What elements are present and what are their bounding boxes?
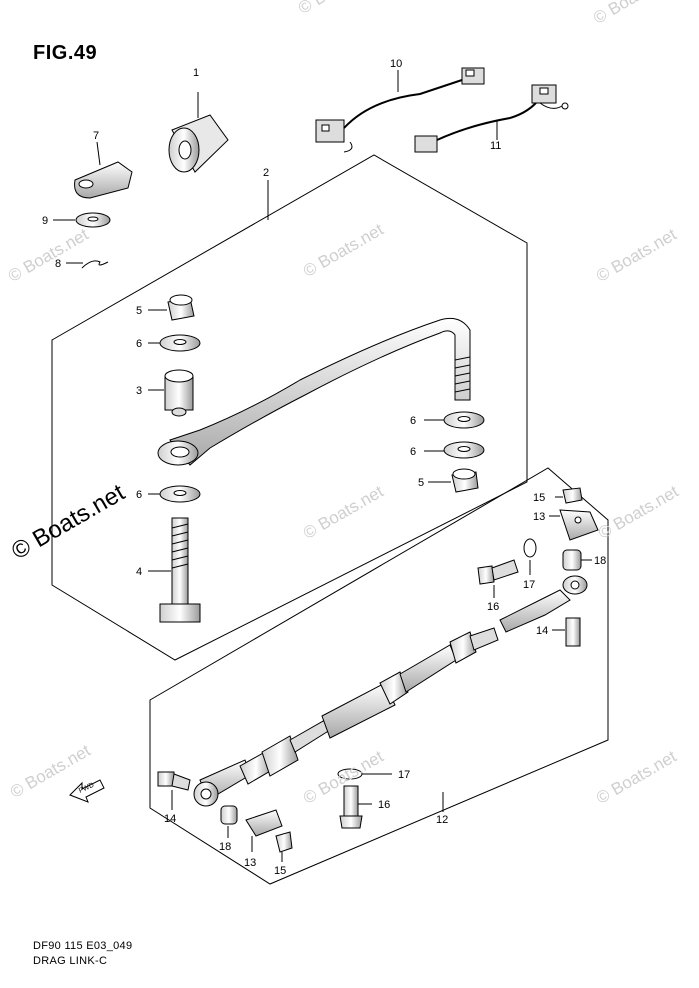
part-14-end-upper — [499, 575, 588, 647]
label-part-16-upper: 16 — [487, 601, 499, 613]
part-8-clip — [66, 260, 109, 269]
label-part-17-lower: 17 — [398, 769, 410, 781]
part-9-washer — [53, 212, 111, 228]
part-1-bushing — [168, 92, 229, 173]
part-7-lever — [74, 141, 133, 199]
label-part-6-1: 6 — [136, 338, 142, 350]
figure-caption: DRAG LINK-C — [33, 955, 108, 967]
part-6-washer-2 — [148, 485, 201, 503]
label-part-14-upper: 14 — [536, 625, 548, 637]
part-17-washer-lower — [337, 768, 392, 780]
part-3-collar — [148, 369, 194, 417]
group-outline-2 — [51, 154, 528, 661]
figure-title: FIG.49 — [33, 42, 98, 64]
label-part-13-upper: 13 — [533, 511, 545, 523]
label-part-17-upper: 17 — [523, 579, 535, 591]
part-10-harness — [315, 67, 485, 153]
label-part-15-lower: 15 — [274, 865, 286, 877]
group-outline-12 — [149, 467, 609, 885]
label-part-11: 11 — [490, 140, 501, 152]
figure-code: DF90 115 E03_049 — [33, 940, 133, 952]
part-15-nut-upper — [555, 487, 583, 504]
label-part-1: 1 — [193, 67, 199, 79]
part-6-washer-1 — [148, 334, 201, 352]
label-part-13-lower: 13 — [244, 857, 256, 869]
part-6-washer-3 — [424, 411, 485, 429]
label-part-6-3: 6 — [410, 415, 416, 427]
label-part-18-upper: 18 — [594, 555, 606, 567]
part-16-bolt-upper — [477, 559, 519, 598]
label-part-9: 9 — [42, 215, 48, 227]
part-15-nut-lower — [275, 831, 293, 862]
label-part-4: 4 — [136, 566, 142, 578]
part-5-nut-right — [428, 468, 479, 493]
part-16-bolt-lower — [339, 785, 372, 829]
part-18-collar-upper — [562, 549, 592, 571]
part-17-washer-upper — [523, 538, 537, 575]
label-part-7: 7 — [93, 130, 99, 142]
label-part-2: 2 — [263, 167, 269, 179]
fwd-arrow-icon — [69, 779, 105, 803]
part-5-nut-left — [148, 294, 195, 321]
label-part-6-2: 6 — [136, 489, 142, 501]
label-part-12: 12 — [436, 814, 448, 826]
part-11-harness — [414, 84, 569, 153]
label-part-6-4: 6 — [410, 446, 416, 458]
part-18-collar-lower — [220, 805, 238, 838]
part-6-washer-4 — [424, 441, 485, 459]
label-part-5-left: 5 — [136, 305, 142, 317]
label-part-10: 10 — [390, 58, 402, 70]
label-part-15-upper: 15 — [533, 492, 545, 504]
part-2-drag-link — [157, 180, 471, 466]
label-part-18-lower: 18 — [219, 841, 231, 853]
label-part-5-right: 5 — [418, 477, 424, 489]
part-4-bolt — [148, 517, 201, 623]
label-part-8: 8 — [55, 258, 61, 270]
part-14-bolt-lower — [157, 771, 191, 810]
label-part-16-lower: 16 — [378, 799, 390, 811]
part-13-bracket-upper — [549, 509, 599, 541]
label-part-14-lower: 14 — [164, 813, 176, 825]
part-12-drag-link-assy — [193, 627, 499, 812]
part-13-bracket-lower — [245, 809, 283, 852]
label-part-3: 3 — [136, 385, 142, 397]
